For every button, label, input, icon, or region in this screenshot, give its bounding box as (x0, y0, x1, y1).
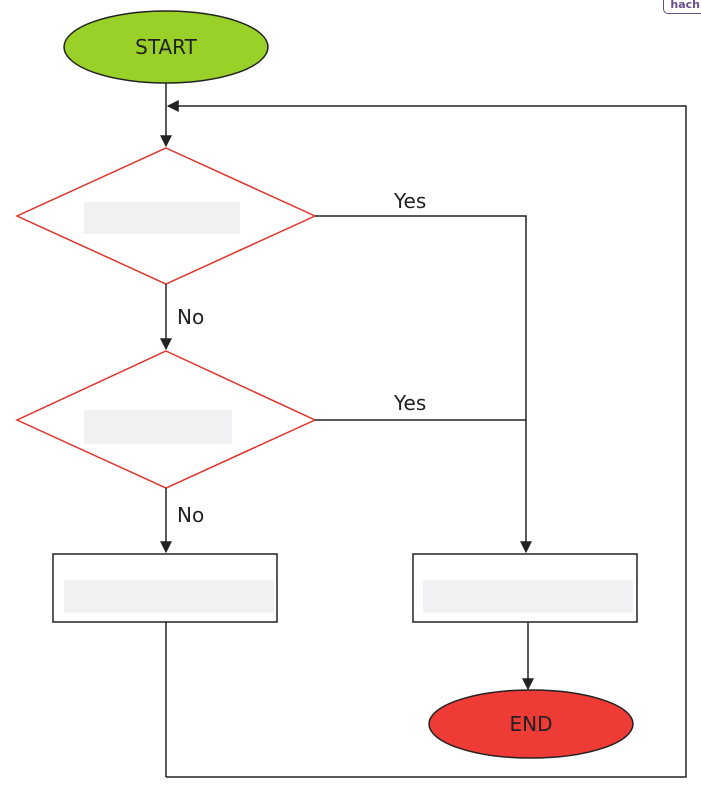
decision1-yes-label: Yes (393, 189, 426, 213)
start-node-label: START (135, 35, 197, 59)
process-right-label-box (423, 580, 633, 613)
decision2-yes-label: Yes (393, 391, 426, 415)
decision2-no-label: No (177, 503, 204, 527)
connector-decision2-yes (315, 419, 532, 554)
end-node (428, 689, 634, 759)
connector-decision1-yes (315, 215, 527, 420)
decision1-label-box (84, 202, 240, 234)
process-left-label-box (64, 580, 274, 613)
end-node-label: END (510, 712, 553, 736)
decision2-label-box (84, 410, 232, 444)
watermark-badge: hach (663, 0, 701, 14)
decision1-no-label: No (177, 305, 204, 329)
connector-loop-back (166, 100, 687, 778)
